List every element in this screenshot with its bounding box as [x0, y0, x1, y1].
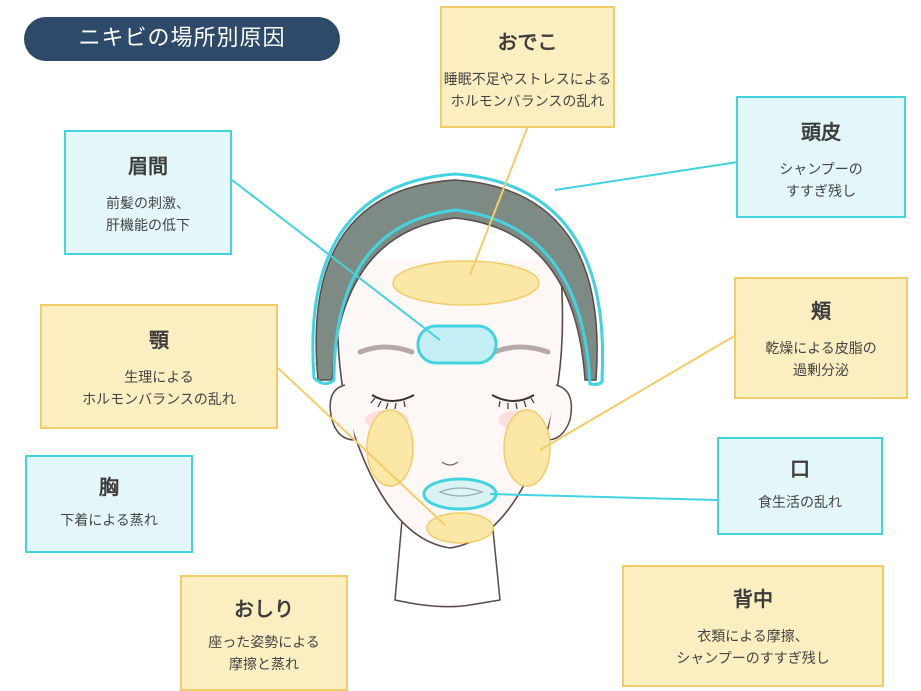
- callout-glabella-desc: 前髪の刺激、 肝機能の低下: [106, 196, 190, 234]
- callout-forehead: おでこ 睡眠不足やストレスによる ホルモンバランスの乱れ: [440, 6, 615, 128]
- callout-mouth-heading: 口: [790, 457, 810, 481]
- callout-glabella: 眉間 前髪の刺激、 肝機能の低下: [64, 130, 232, 255]
- callout-forehead-heading: おでこ: [497, 30, 558, 54]
- callout-back-heading: 背中: [733, 587, 773, 611]
- scalp-zone: [311, 172, 605, 386]
- forehead-zone: [392, 260, 540, 306]
- callout-back: 背中 衣類による摩擦、 シャンプーのすすぎ残し: [622, 565, 884, 687]
- callout-mouth: 口 食生活の乱れ: [717, 437, 883, 535]
- callout-cheek-heading: 頬: [811, 299, 831, 323]
- callout-chest-heading: 胸: [99, 475, 119, 499]
- callout-chest-desc: 下着による蒸れ: [60, 513, 158, 529]
- cheek-zone-right: [503, 409, 551, 487]
- callout-buttocks: おしり 座った姿勢による 摩擦と蒸れ: [180, 575, 348, 691]
- callout-chin: 顎 生理による ホルモンバランスの乱れ: [40, 304, 278, 429]
- mouth-zone: [422, 477, 498, 511]
- callout-scalp: 頭皮 シャンプーの すすぎ残し: [736, 96, 906, 218]
- cheek-zone-left: [366, 409, 414, 487]
- callout-cheek-desc: 乾燥による皮脂の 過剰分泌: [765, 341, 877, 379]
- callout-back-desc: 衣類による摩擦、 シャンプーのすすぎ残し: [676, 629, 830, 667]
- callout-cheek: 頬 乾燥による皮脂の 過剰分泌: [734, 277, 908, 399]
- hair: [315, 179, 598, 381]
- page-title: ニキビの場所別原因: [24, 17, 340, 61]
- glabella-zone: [416, 324, 498, 365]
- callout-buttocks-desc: 座った姿勢による 摩擦と蒸れ: [208, 635, 320, 673]
- chin-zone: [426, 512, 494, 544]
- callout-scalp-heading: 頭皮: [801, 120, 841, 144]
- callout-glabella-heading: 眉間: [128, 154, 168, 178]
- callout-forehead-desc: 睡眠不足やストレスによる ホルモンバランスの乱れ: [443, 72, 612, 110]
- callout-chest: 胸 下着による蒸れ: [25, 455, 193, 553]
- callout-buttocks-heading: おしり: [234, 597, 294, 621]
- callout-chin-desc: 生理による ホルモンバランスの乱れ: [82, 370, 236, 408]
- callout-scalp-desc: シャンプーの すすぎ残し: [779, 162, 863, 200]
- callout-mouth-desc: 食生活の乱れ: [758, 495, 842, 511]
- callout-chin-heading: 顎: [149, 328, 169, 352]
